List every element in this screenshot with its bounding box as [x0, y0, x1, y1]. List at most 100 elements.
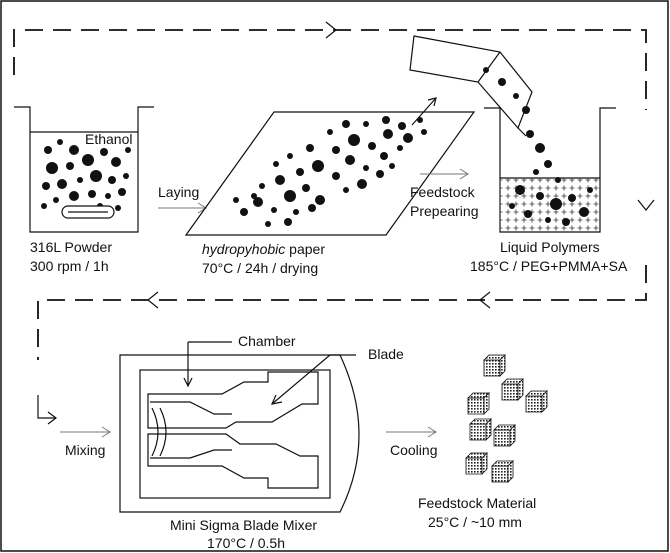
hydrophobic-paper [184, 111, 476, 236]
polymer-particle [568, 194, 576, 202]
material-conditions: 25°C / ~10 mm [428, 514, 522, 530]
pellet-icon [525, 390, 548, 413]
paper-particle [275, 175, 285, 185]
pellet-icon [467, 392, 490, 415]
paper-particle [345, 155, 355, 165]
chamber-label: Chamber [238, 333, 296, 349]
powder-particle [41, 203, 47, 209]
powder-particle [44, 146, 52, 154]
cooling-label: Cooling [390, 442, 437, 458]
powder-particle [115, 205, 121, 211]
powder-particle [69, 145, 79, 155]
paper-particle [383, 129, 393, 139]
paper-particle [233, 197, 239, 203]
powder-particle [82, 154, 94, 166]
powder-particle [111, 157, 121, 167]
paper-conditions: 70°C / 24h / drying [202, 260, 318, 276]
paper-particle [389, 163, 395, 169]
paper-particle [284, 218, 292, 226]
powder-particle [53, 197, 59, 203]
paper-particle [327, 129, 333, 135]
paper-particle [312, 160, 324, 172]
chute-particle [513, 93, 519, 99]
powder-particle [66, 162, 74, 170]
loop-arrow-down-icon [637, 199, 655, 211]
polymer-particle [544, 160, 552, 168]
paper-particle [363, 165, 369, 171]
powder-particle [105, 193, 111, 199]
powder-particle [42, 182, 50, 190]
polymer-particle [587, 187, 593, 193]
paper-particle [397, 145, 403, 151]
chute-particle [498, 78, 506, 86]
loop-arrow-left-icon [147, 291, 159, 309]
polymer-particle [524, 210, 532, 218]
polymer-particle [535, 143, 545, 153]
paper-particle [368, 142, 376, 150]
paper-particle [296, 168, 304, 176]
polymer-particle [545, 217, 551, 223]
loop-entry-arrow-icon [37, 395, 56, 419]
paper-particle [287, 153, 293, 159]
paper-particle [253, 197, 263, 207]
paper-particle [332, 172, 340, 180]
powder-particle [46, 162, 58, 174]
liquid-conditions: 185°C / PEG+PMMA+SA [470, 258, 628, 274]
paper-particle [382, 116, 390, 124]
pellet-icon [501, 378, 524, 401]
chute-particle [522, 106, 530, 114]
laying-label: Laying [158, 184, 199, 200]
powder-particle [77, 177, 83, 183]
mixer-title: Mini Sigma Blade Mixer [170, 517, 317, 533]
paper-particle [342, 120, 350, 128]
polymer-particle [550, 198, 562, 210]
feedstock-pellets [465, 354, 548, 483]
mixer-conditions: 170°C / 0.5h [207, 535, 285, 551]
paper-particle [259, 183, 265, 189]
powder-particle [125, 147, 131, 153]
paper-particle [284, 190, 296, 202]
loop-arrow-left-icon [479, 291, 491, 309]
paper-particle [293, 209, 299, 215]
pellet-icon [483, 354, 506, 377]
paper-particle [421, 129, 427, 135]
powder-particle [123, 173, 129, 179]
powder-particle [90, 170, 102, 182]
paper-particle [357, 179, 367, 189]
powder-particle [57, 179, 67, 189]
chute-particle [483, 67, 489, 73]
paper-particle [380, 152, 388, 160]
polymer-particle [579, 207, 589, 217]
powder-title: 316L Powder [30, 239, 112, 255]
polymer-particle [562, 218, 570, 226]
sigma-blade-mixer [119, 341, 360, 513]
paper-particle [240, 208, 248, 216]
paper-particle [271, 207, 277, 213]
ethanol-label: Ethanol [85, 131, 132, 147]
paper-particle [302, 184, 310, 192]
paper-particle [348, 134, 360, 146]
liquid-title: Liquid Polymers [500, 239, 600, 255]
paper-particle [398, 122, 406, 130]
paper-particle [306, 144, 314, 152]
polymer-particle [555, 177, 561, 183]
pellet-icon [469, 418, 492, 441]
pouring-chute [409, 35, 533, 137]
paper-particle [403, 133, 413, 143]
pellet-icon [465, 452, 488, 475]
process-loop-dashed [13, 21, 655, 425]
paper-particle [363, 121, 369, 127]
powder-particle [69, 191, 79, 201]
paper-particle [376, 170, 384, 178]
powder-conditions: 300 rpm / 1h [30, 258, 109, 274]
loop-arrow-right-icon [325, 21, 337, 39]
polymer-particle [536, 192, 544, 200]
feedstock-label: Feedstock [410, 184, 476, 200]
polymer-particle [526, 130, 534, 138]
powder-particle [57, 139, 63, 145]
powder-particle [88, 190, 96, 198]
pellet-icon [491, 460, 514, 483]
